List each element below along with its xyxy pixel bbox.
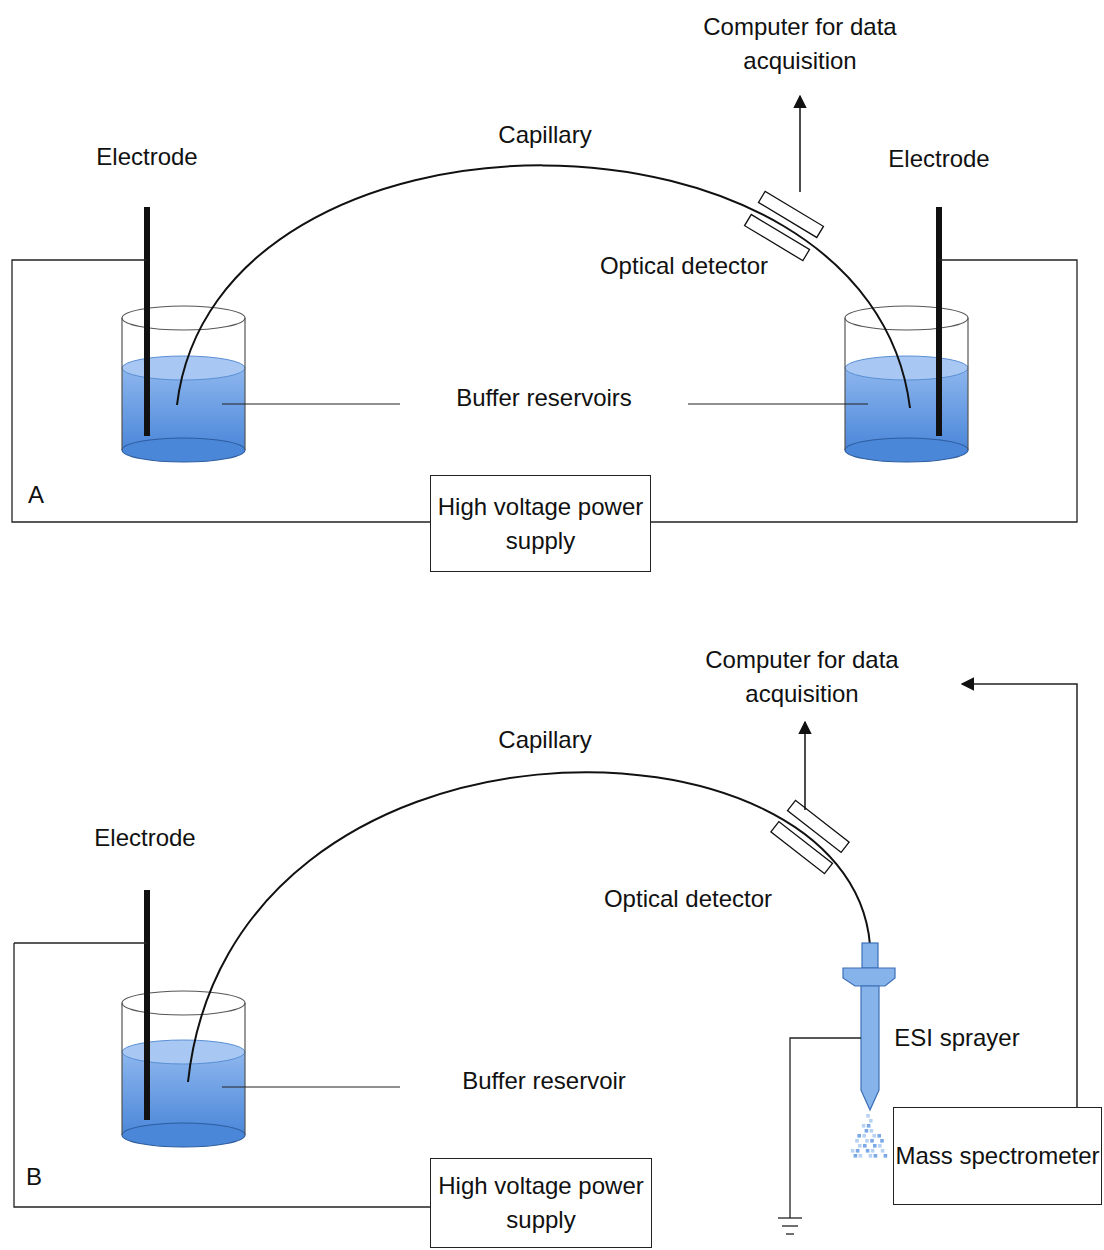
leader-line — [222, 403, 400, 404]
optical-detector — [771, 800, 849, 873]
part-label: Electrode — [888, 142, 989, 176]
ground-wire — [790, 1038, 861, 1218]
spray-droplet — [869, 1154, 873, 1158]
data-arrow — [799, 96, 801, 192]
electrode — [936, 207, 942, 436]
spray-droplet — [881, 1149, 885, 1153]
part-label: ESI sprayer — [894, 1021, 1019, 1055]
data-arrow — [804, 722, 806, 810]
box-label: High voltage power supply — [431, 1169, 651, 1236]
part-label: Capillary — [498, 723, 591, 757]
spray-droplet — [869, 1119, 873, 1123]
leader-line — [688, 403, 868, 404]
spray-droplet — [870, 1139, 874, 1143]
spray-droplet — [873, 1144, 877, 1148]
spray-droplet — [858, 1144, 862, 1148]
electrode — [144, 207, 150, 436]
box-label: High voltage power supply — [431, 490, 650, 557]
electrode — [144, 890, 150, 1120]
part-label: Electrode — [96, 140, 197, 174]
wire — [651, 260, 1077, 522]
wire — [14, 943, 430, 1207]
spray-droplet — [855, 1139, 859, 1143]
panel-letter: B — [26, 1160, 42, 1194]
spray-droplet — [862, 1134, 866, 1138]
spray-droplet — [857, 1134, 861, 1138]
spray-droplet — [851, 1149, 855, 1153]
power-supply-box: High voltage power supply — [430, 475, 651, 572]
wire — [14, 942, 147, 943]
spray-plume — [851, 1114, 887, 1158]
box-label: Mass spectrometer — [895, 1139, 1099, 1173]
spray-droplet — [862, 1124, 866, 1128]
spray-droplet — [854, 1154, 858, 1158]
part-label: Buffer reservoir — [462, 1064, 626, 1098]
beaker — [122, 991, 245, 1147]
mass-spectrometer-box: Mass spectrometer — [893, 1107, 1102, 1205]
spray-droplet — [871, 1149, 875, 1153]
part-label: Electrode — [94, 821, 195, 855]
power-supply-box: High voltage power supply — [430, 1158, 652, 1248]
spray-droplet — [856, 1149, 860, 1153]
spray-droplet — [867, 1124, 871, 1128]
esi-sprayer — [843, 943, 895, 1110]
beaker — [122, 306, 245, 462]
spray-droplet — [877, 1134, 881, 1138]
spray-droplet — [866, 1114, 870, 1118]
spray-droplet — [872, 1134, 876, 1138]
spray-droplet — [874, 1154, 878, 1158]
spray-droplet — [859, 1154, 863, 1158]
part-label: Optical detector — [600, 249, 768, 283]
spray-droplet — [865, 1139, 869, 1143]
spray-droplet — [880, 1139, 884, 1143]
part-label: Buffer reservoirs — [456, 381, 632, 415]
part-label: Computer for data acquisition — [682, 643, 922, 710]
part-label: Capillary — [498, 118, 591, 152]
spray-droplet — [865, 1129, 869, 1133]
leader-line — [222, 1086, 400, 1087]
spray-droplet — [884, 1154, 888, 1158]
part-label: Optical detector — [604, 882, 772, 916]
ground-symbol — [778, 1218, 802, 1234]
spray-droplet — [870, 1129, 874, 1133]
capillary — [177, 165, 910, 408]
capillary — [188, 772, 870, 1082]
optical-detector — [745, 191, 824, 260]
wire — [12, 260, 430, 522]
spray-droplet — [863, 1144, 867, 1148]
part-label: Computer for data acquisition — [680, 10, 920, 77]
spray-droplet — [866, 1149, 870, 1153]
panel-letter: A — [28, 478, 44, 512]
spray-droplet — [878, 1144, 882, 1148]
